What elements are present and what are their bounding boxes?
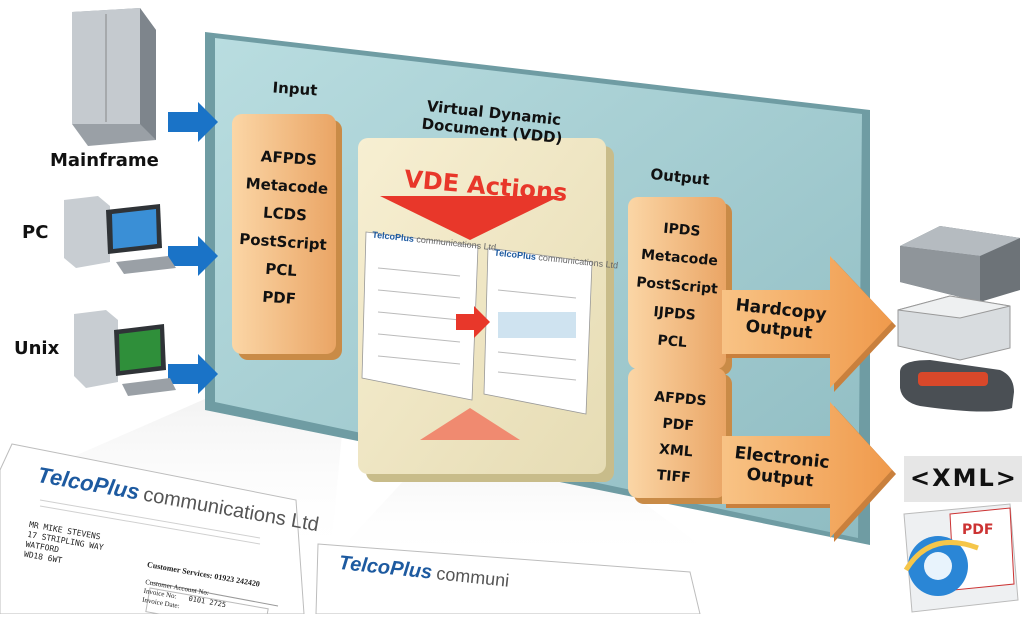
brand-telco: Telco	[337, 552, 392, 580]
electronic-arrow	[722, 402, 896, 542]
xml-label: <XML>	[910, 464, 1018, 492]
mainframe-icon	[72, 8, 156, 146]
input-arrows	[168, 102, 218, 394]
xml-icon	[904, 456, 1022, 502]
brand-plus: Plus	[394, 231, 415, 244]
electronic-output-box	[628, 368, 732, 504]
pdf-label: PDF	[962, 522, 994, 538]
transform-arrow	[456, 306, 490, 338]
vde-lower-arrow	[420, 408, 520, 440]
vde-actions-arrow	[380, 196, 560, 240]
hardcopy-output-box	[628, 197, 732, 375]
hardcopy-format-list: IPDS Metacode PostScript IJPDS PCL	[622, 212, 732, 360]
mainframe-label: Mainframe	[50, 150, 159, 171]
electronic-format-list: AFPDS PDF XML TIFF	[624, 382, 731, 494]
brand-plus: Plus	[388, 557, 434, 584]
brand-plus: Plus	[516, 249, 537, 262]
input-box	[232, 114, 342, 360]
pc-label: PC	[22, 222, 49, 243]
vdd-document-before	[361, 231, 479, 401]
unix-label: Unix	[14, 338, 60, 359]
pdf-ie-icon	[903, 503, 1019, 613]
hardcopy-arrow	[722, 256, 896, 392]
input-format-list: AFPDS Metacode LCDS PostScript PCL PDF	[226, 141, 341, 316]
sample-invoice-right	[315, 543, 701, 614]
sample-invoice-left	[0, 443, 305, 614]
printer-continuous-icon	[897, 295, 1011, 361]
vdd-document-after	[483, 247, 593, 415]
unix-icon	[74, 310, 176, 396]
pc-icon	[64, 196, 176, 274]
printer-desktop-icon	[900, 360, 1014, 412]
printer-production-icon	[900, 226, 1020, 302]
